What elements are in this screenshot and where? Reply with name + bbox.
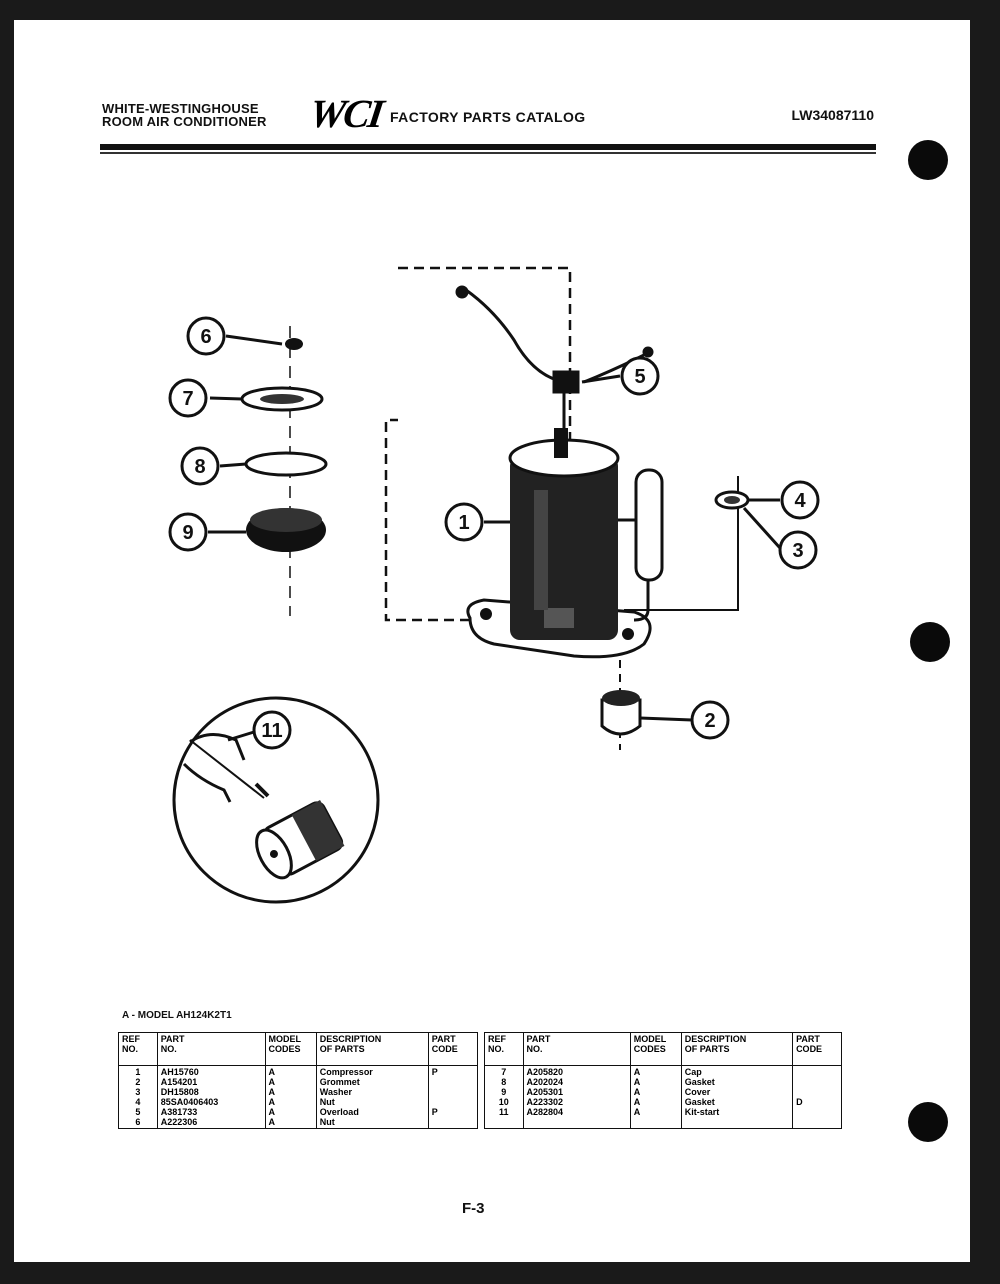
ground-leader [624,476,739,611]
callout-9 [168,512,208,552]
callout-3 [778,530,818,570]
brand-block: WHITE-WESTINGHOUSE ROOM AIR CONDITIONER [102,102,267,128]
catalog-title: FACTORY PARTS CATALOG [390,109,586,125]
catalog-number: LW34087110 [791,107,874,123]
punch-hole-middle [910,622,950,662]
brand-line-2: ROOM AIR CONDITIONER [102,114,267,129]
callout-4-label: 4 [794,490,806,512]
exploded-parts-diagram: 6 7 8 9 1 5 4 3 2 11 [168,266,820,904]
part-cap-icon [240,386,324,412]
callout-9-label: 9 [182,522,193,544]
col-pcode: D [792,1065,842,1129]
part-nut-icon [285,338,303,350]
callout-11-label: 11 [261,720,282,742]
callout-6 [186,316,226,356]
catalog-page: WHITE-WESTINGHOUSE ROOM AIR CONDITIONER … [14,20,970,1262]
page-number: F-3 [462,1200,485,1217]
callout-5 [620,356,660,396]
callout-7 [168,378,208,418]
punch-hole-top [908,140,948,180]
punch-hole-bottom [908,1102,948,1142]
callout-7-label: 7 [182,388,193,410]
header-rule-thin [100,152,876,154]
callout-11 [252,710,292,750]
callout-4 [780,480,820,520]
overload-icon [455,285,654,430]
brand-line-1: WHITE-WESTINGHOUSE [102,101,259,116]
header-rule [100,144,876,150]
part-washer-nut-icon [714,490,750,510]
model-line: A - MODEL AH124K2T1 [122,1010,232,1021]
callout-8-label: 8 [194,456,205,478]
compressor-icon [466,428,664,659]
part-gasket-icon [244,451,328,477]
callout-6-label: 6 [200,326,211,348]
callout-5-label: 5 [634,366,645,388]
part-grommet-icon [600,660,642,750]
callout-2 [690,700,730,740]
start-kit-detail-icon [172,696,380,904]
callout-2-label: 2 [704,710,715,732]
part-cover-icon [246,508,326,552]
callout-1 [444,502,484,542]
callout-8 [180,446,220,486]
callout-3-label: 3 [792,540,803,562]
callout-1-label: 1 [458,512,469,534]
